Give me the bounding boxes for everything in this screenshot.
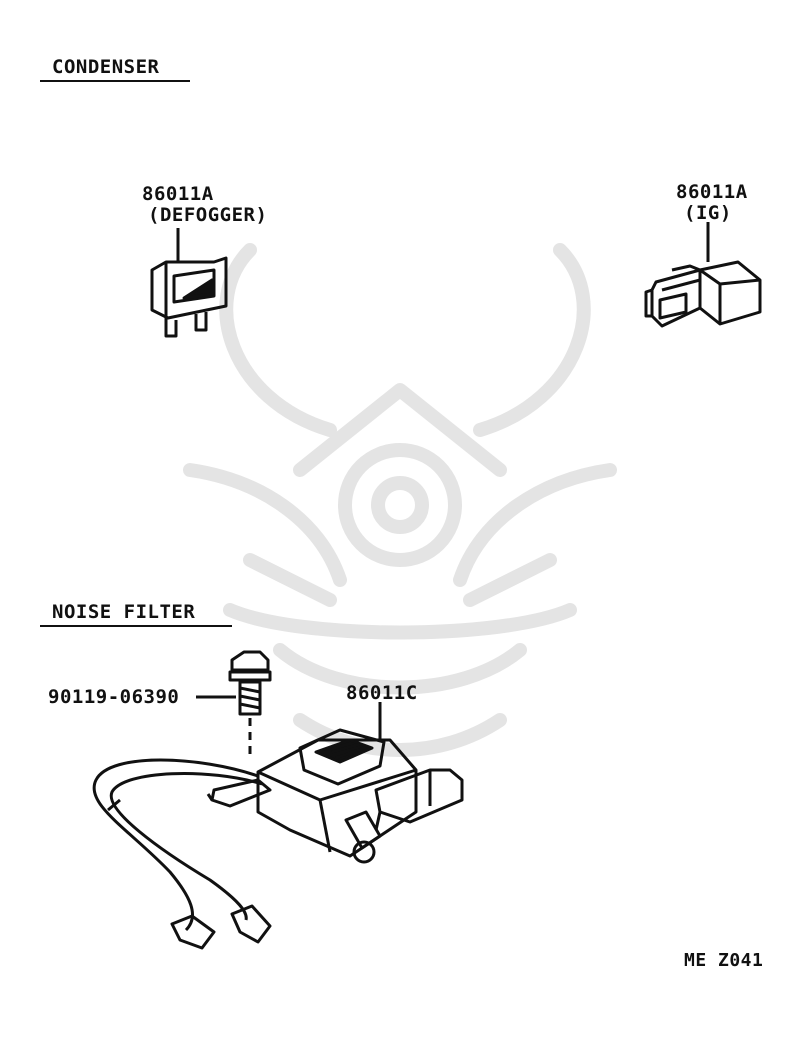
noise-filter-part-number: 86011C xyxy=(346,682,418,704)
noise-filter-illustration xyxy=(92,702,464,950)
bolt-part-number: 90119-06390 xyxy=(48,686,180,708)
condenser-section-title: CONDENSER xyxy=(52,56,160,78)
bolt-illustration xyxy=(196,650,272,760)
defogger-part-number: 86011A xyxy=(142,183,214,205)
samurai-helmet-watermark xyxy=(183,243,617,757)
defogger-part-note: (DEFOGGER) xyxy=(148,204,268,226)
ig-part-number: 86011A xyxy=(676,181,748,203)
ig-part-note: (IG) xyxy=(684,202,732,224)
noise-filter-section-title: NOISE FILTER xyxy=(52,601,196,623)
condenser-defogger-illustration xyxy=(150,228,228,338)
noise-filter-section-underline xyxy=(40,625,232,627)
condenser-section-underline xyxy=(40,80,190,82)
diagram-code: ME Z041 xyxy=(684,950,764,971)
condenser-ig-illustration xyxy=(644,222,762,328)
